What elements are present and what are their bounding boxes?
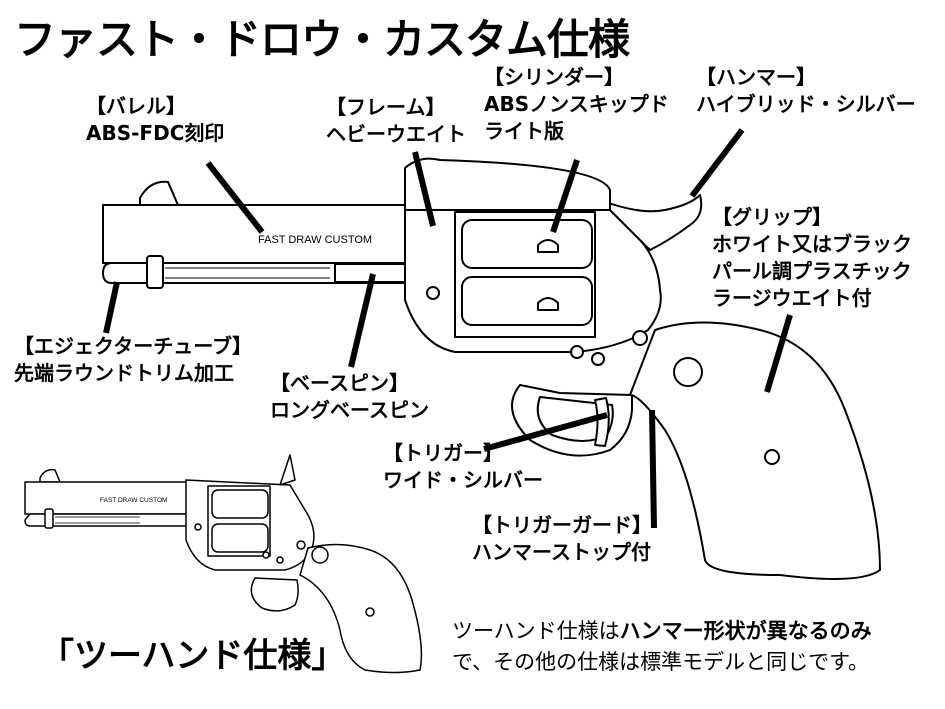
callout-heading: 【フレーム】 [326,95,446,119]
leader-lines [103,128,793,529]
callout-text: ロングベースピン [270,398,429,422]
callout-base-pin: 【ベースピン】 ロングベースピン [270,370,429,424]
callout-text: ヘビーウエイト [326,122,466,146]
callout-heading: 【バレル】 [86,94,186,118]
callout-ejector-tube: 【エジェクターチューブ】 先端ラウンドトリム加工 [14,333,252,387]
note-line1-plain: ツーハンド仕様は [452,619,620,643]
note-line1-bold: ハンマー形状が異なるのみ [619,619,872,643]
callout-heading: 【ベースピン】 [270,371,409,395]
frame-screw [632,330,648,346]
callout-frame: 【フレーム】 ヘビーウエイト [326,94,466,148]
twohand-revolver [24,454,423,674]
chamber-bottom [461,276,593,326]
front-sight [139,180,179,206]
callout-text: 先端ラウンドトリム加工 [14,361,234,385]
barrel-engraving: FAST DRAW CUSTOM [258,234,372,246]
callout-text: ABS-FDC刻印 [86,121,225,145]
hammer [599,194,703,251]
callout-heading: 【トリガー】 [383,441,503,465]
callout-text: ホワイト又はブラック [712,232,912,256]
callout-heading: 【トリガーガード】 [472,513,652,537]
callout-heading: 【グリップ】 [712,205,832,229]
top-strap [404,157,611,211]
chamber-top [461,219,593,269]
cartridge [537,297,559,311]
callout-text: ライト版 [484,119,564,143]
twohand-note: ツーハンド仕様はハンマー形状が異なるのみ で、その他の仕様は標準モデルと同じです… [452,616,872,678]
callout-heading: 【ハンマー】 [696,65,816,89]
frame-screw [570,345,584,359]
callout-text: ラージウエイト付 [712,286,872,310]
twohand-engraving: FAST DRAW CUSTOM [100,497,167,504]
callout-text: ワイド・シルバー [383,468,543,492]
twohand-title: 「ツーハンド仕様」 [40,636,346,676]
grip-screw [764,449,780,465]
callout-text: パール調プラスチック [712,259,912,283]
callout-text: ABSノンスキップド [484,92,669,116]
callout-barrel: 【バレル】 ABS-FDC刻印 [86,93,224,147]
callout-cylinder: 【シリンダー】 ABSノンスキップド ライト版 [484,64,669,145]
callout-hammer: 【ハンマー】 ハイブリッド・シルバー [696,64,916,118]
page-title: ファスト・ドロウ・カスタム仕様 [14,15,630,64]
callout-heading: 【エジェクターチューブ】 [14,334,252,358]
callout-grip: 【グリップ】 ホワイト又はブラック パール調プラスチック ラージウエイト付 [712,204,912,312]
grip [629,321,881,580]
callout-trigger-guard: 【トリガーガード】 ハンマーストップ付 [472,512,652,566]
trigger [594,397,610,447]
grip-escutcheon [673,357,703,387]
note-line2: で、その他の仕様は標準モデルと同じです。 [452,650,870,674]
callout-trigger: 【トリガー】 ワイド・シルバー [383,440,543,494]
callout-text: ハイブリッド・シルバー [696,92,916,116]
frame-screw [426,286,440,300]
callout-heading: 【シリンダー】 [484,65,624,89]
ejector-ring [146,255,164,289]
cartridge [537,239,559,253]
frame-screw [591,352,605,366]
callout-text: ハンマーストップ付 [472,540,651,564]
